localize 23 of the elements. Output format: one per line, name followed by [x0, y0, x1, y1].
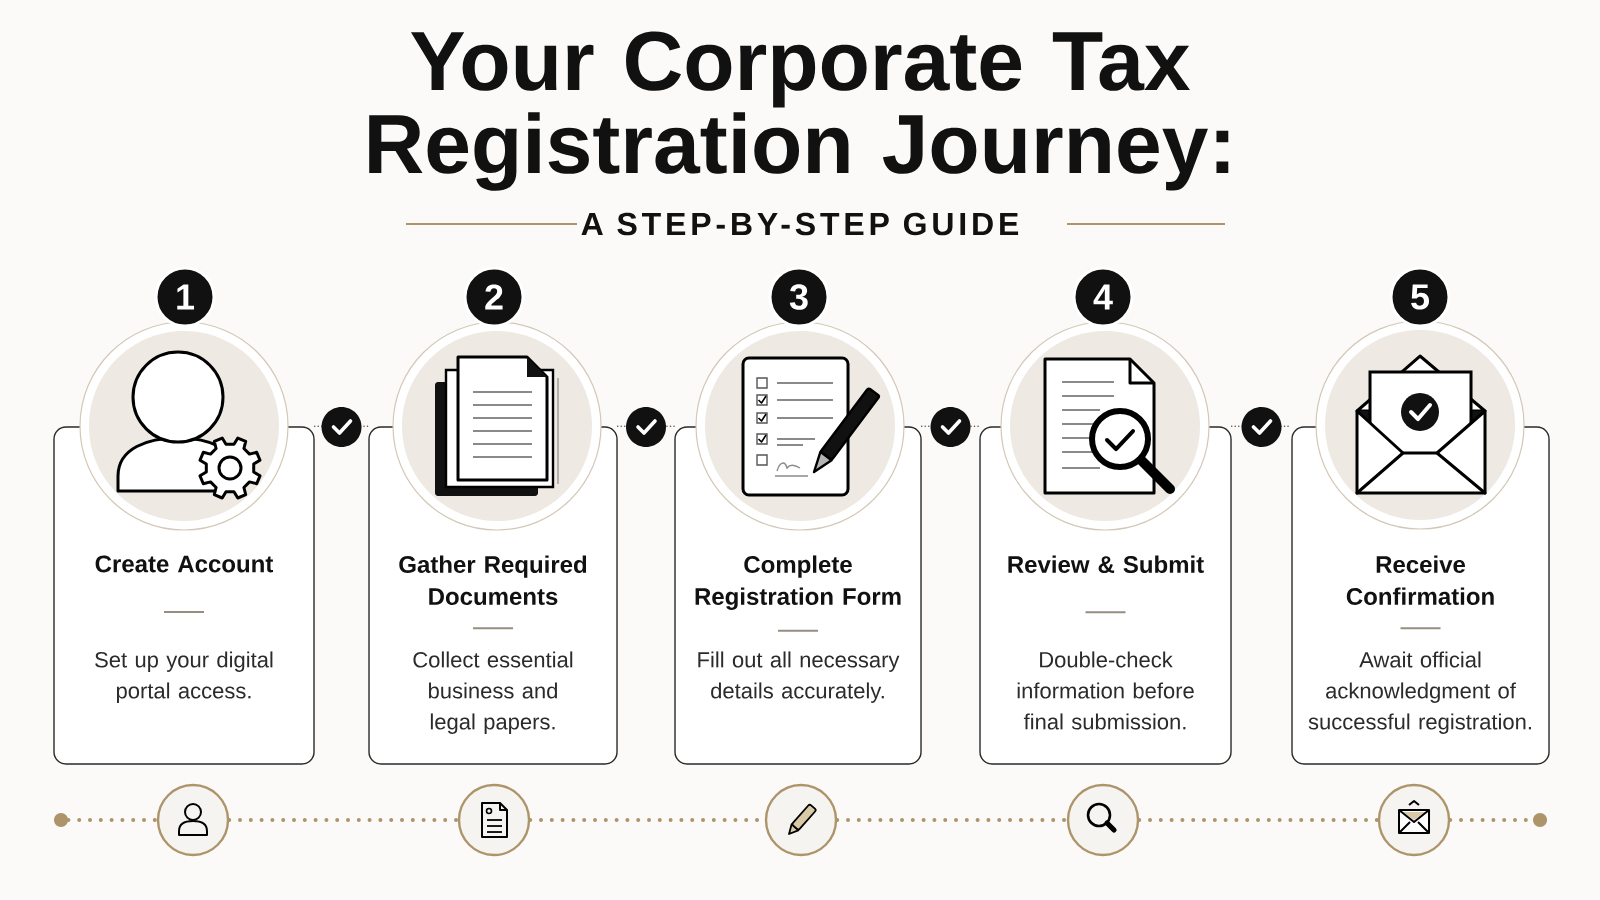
step-heading: Gather Required Documents [399, 555, 587, 605]
step-description: Double-check information before final submission. [1017, 651, 1194, 730]
number-badge: 5 [1389, 266, 1451, 328]
number-badge: 2 [463, 266, 525, 328]
step-heading: Create Account [95, 555, 273, 573]
dotted-connector [835, 818, 1069, 822]
step-heading: Receive Confirmation [1346, 555, 1494, 605]
timeline-dot [1533, 813, 1547, 827]
step-description: Set up your digital portal access. [95, 651, 273, 703]
timeline-dot [54, 813, 68, 827]
dotted-connector [1137, 818, 1380, 822]
number-badge: 1 [154, 266, 216, 328]
dotted-connector [66, 818, 159, 822]
step-heading: Complete Registration Form [695, 555, 901, 610]
number-badge: 3 [768, 266, 830, 328]
step-description: Await official acknowledgment of successful registration. [1308, 651, 1531, 734]
step-description: Collect essential business and legal papers. [413, 651, 573, 734]
title: Your Corporate Tax Registration Journey: [369, 31, 1229, 191]
step-heading: Review & Submit [1008, 555, 1204, 573]
number-badge: 4 [1072, 266, 1134, 328]
step-description: Fill out all necessary details accurately. [698, 651, 900, 703]
subtitle: A STEP-BY-STEP GUIDE [581, 212, 1019, 236]
dotted-connector [227, 818, 460, 822]
